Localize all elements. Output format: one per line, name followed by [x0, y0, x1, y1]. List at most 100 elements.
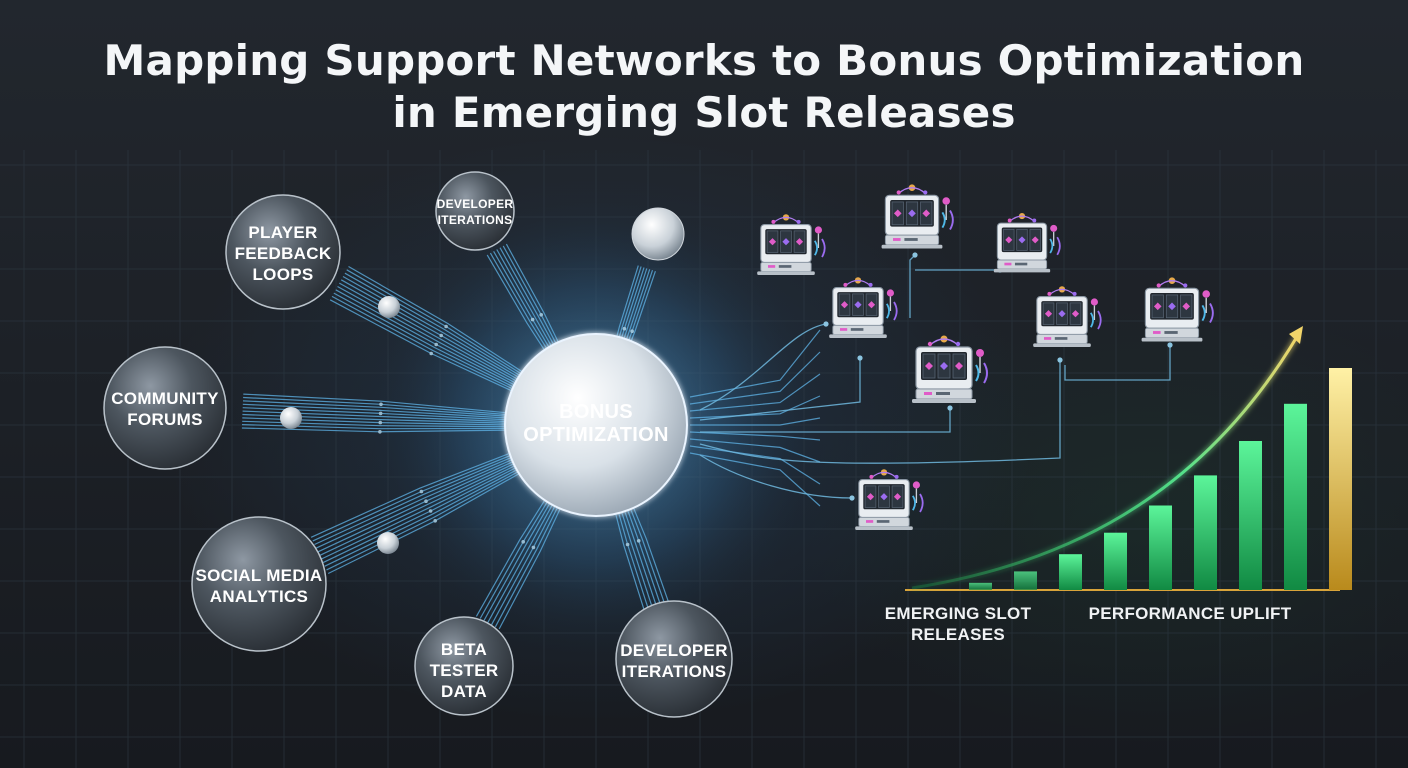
orb-large	[631, 207, 685, 261]
network-line	[689, 431, 821, 441]
slot-machine-icon	[881, 184, 954, 249]
trace-node	[912, 252, 918, 258]
slot-machine-icon	[1033, 286, 1102, 347]
network-line	[689, 329, 821, 398]
signal-dot	[630, 329, 634, 334]
network-line	[690, 417, 821, 426]
source-node-developer-iterations-top[interactable]: DEVELOPER ITERATIONS	[435, 171, 515, 251]
hub-label-line-2: OPTIMIZATION	[523, 424, 668, 446]
signal-dot	[636, 539, 641, 543]
network-line	[319, 449, 543, 556]
node-label: FEEDBACK	[235, 244, 332, 263]
circuit-trace	[909, 254, 916, 318]
network-line	[242, 400, 528, 419]
network-line	[243, 393, 528, 416]
trace-node	[849, 495, 855, 501]
network-line	[310, 441, 539, 538]
chart-bar	[1329, 368, 1352, 590]
network-line	[333, 292, 544, 403]
chart-bar	[1014, 571, 1037, 590]
signal-dot	[444, 324, 448, 329]
node-label: SOCIAL MEDIA	[195, 566, 322, 585]
node-label: COMMUNITY	[111, 389, 219, 408]
chart-bar	[1194, 475, 1217, 590]
chart-bar	[969, 582, 992, 590]
signal-dot	[439, 333, 444, 338]
signal-dot	[378, 430, 382, 434]
network-line	[689, 438, 821, 463]
network-line	[321, 451, 544, 560]
source-node-developer-iterations-bottom[interactable]: DEVELOPER ITERATIONS	[615, 600, 733, 718]
node-label: LOOPS	[252, 265, 313, 284]
page-title-line-1: Mapping Support Networks to Bonus Optimi…	[103, 36, 1305, 85]
signal-dot	[419, 489, 424, 494]
trace-node	[1167, 342, 1173, 348]
slot-connection-traces	[699, 252, 1173, 501]
node-label: PLAYER	[248, 223, 317, 242]
network-line	[314, 445, 541, 546]
trend-curve	[911, 334, 1300, 590]
circuit-trace	[699, 454, 853, 499]
signal-dot	[521, 540, 525, 544]
signal-dot	[530, 317, 535, 322]
circuit-trace	[700, 408, 951, 433]
hub-node-bonus-optimization[interactable]: BONUS OPTIMIZATION	[504, 333, 688, 517]
signal-dot	[625, 542, 630, 547]
slot-machine-icon	[912, 335, 988, 403]
signal-dot	[622, 326, 627, 331]
network-line	[689, 395, 821, 419]
node-label: FORUMS	[127, 410, 202, 429]
orb-small	[377, 532, 399, 554]
caption-performance-uplift: PERFORMANCE UPLIFT	[1089, 604, 1292, 623]
network-line	[337, 285, 546, 400]
chart-bar	[1104, 532, 1127, 590]
signal-dot	[378, 411, 383, 416]
signal-dot	[429, 351, 434, 356]
network-line	[689, 373, 821, 412]
source-node-player-feedback-loops[interactable]: PLAYER FEEDBACK LOOPS	[225, 194, 341, 310]
orb-small	[280, 407, 302, 429]
node-label: DEVELOPER	[620, 641, 728, 660]
slot-machine-icon	[855, 469, 924, 530]
hub-label-line-1: BONUS	[559, 401, 633, 423]
trace-node	[1057, 357, 1063, 363]
slot-machine-icon	[1141, 277, 1214, 342]
decorative-orbs	[280, 207, 685, 554]
node-label: BETA	[441, 640, 487, 659]
network-line	[242, 403, 528, 420]
node-label: DEVELOPER	[437, 197, 514, 211]
node-label: DATA	[441, 682, 487, 701]
caption-releases-line-1: EMERGING SLOT	[885, 604, 1032, 623]
chart-bar	[1059, 554, 1082, 590]
network-line	[331, 295, 543, 404]
chart-bar	[1239, 441, 1262, 590]
source-node-beta-tester-data[interactable]: BETA TESTER DATA	[414, 616, 514, 716]
signal-dot	[531, 545, 536, 550]
slot-machine-icon	[757, 214, 826, 275]
signal-dot	[539, 313, 543, 317]
trace-node	[823, 321, 829, 327]
source-node-social-media-analytics[interactable]: SOCIAL MEDIA ANALYTICS	[191, 516, 327, 652]
signal-dot	[434, 342, 439, 347]
signal-dot	[424, 499, 428, 504]
circuit-trace	[699, 323, 827, 411]
arrow-up-right-icon	[1289, 326, 1303, 344]
page-title-line-2: in Emerging Slot Releases	[392, 88, 1016, 137]
signal-dot	[428, 509, 433, 513]
node-label: TESTER	[430, 661, 499, 680]
network-line	[342, 275, 548, 395]
network-line	[348, 265, 551, 391]
caption-releases-line-2: RELEASES	[911, 625, 1005, 644]
chart-bar	[1149, 505, 1172, 590]
network-line	[315, 446, 541, 549]
network-line	[344, 272, 549, 394]
chart-bars	[969, 368, 1352, 590]
node-label: ITERATIONS	[622, 662, 727, 681]
signal-dot	[433, 519, 438, 523]
trace-node	[947, 405, 953, 411]
performance-chart: EMERGING SLOT RELEASES PERFORMANCE UPLIF…	[885, 326, 1352, 644]
node-label: ANALYTICS	[210, 587, 308, 606]
source-node-community-forums[interactable]: COMMUNITY FORUMS	[103, 346, 227, 470]
